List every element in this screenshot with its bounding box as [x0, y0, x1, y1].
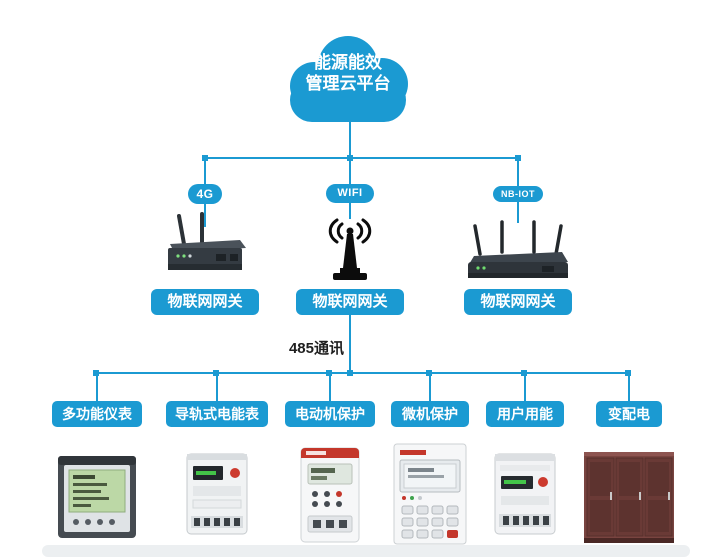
junction-node	[347, 370, 353, 376]
badge-4g: 4G	[188, 184, 222, 204]
cellular-router-icon	[168, 212, 246, 270]
cloud-icon	[290, 36, 408, 122]
junction-node	[213, 370, 219, 376]
connector-485-bus	[96, 372, 630, 374]
multifunction-meter-icon	[58, 456, 136, 538]
device-button-power-distribution: 变配电	[596, 401, 662, 427]
user-energy-meter-icon	[494, 453, 556, 535]
microcomputer-protection-device-icon	[393, 443, 467, 545]
connector-top-rail	[204, 157, 519, 159]
badge-wifi: WIFI	[326, 184, 374, 203]
junction-node	[515, 155, 521, 161]
device-button-microcomputer-protection: 微机保护	[391, 401, 469, 427]
connector-bus-drop-2	[216, 372, 218, 402]
junction-node	[326, 370, 332, 376]
gateway-label-nbiot: 物联网网关	[464, 289, 572, 315]
motor-protection-device-icon	[300, 447, 360, 543]
badge-nbiot: NB-IOT	[493, 186, 543, 202]
gateway-label-4g: 物联网网关	[151, 289, 259, 315]
wifi-antenna-icon	[328, 218, 372, 280]
junction-node	[347, 155, 353, 161]
power-distribution-cabinet-icon	[584, 452, 674, 543]
cloud-label-line2: 管理云平台	[305, 74, 391, 93]
connector-bus-drop-3	[329, 372, 331, 402]
connector-bus-drop-5	[524, 372, 526, 402]
device-button-user-energy: 用户用能	[486, 401, 564, 427]
connector-cloud-to-rail	[349, 100, 351, 160]
junction-node	[521, 370, 527, 376]
junction-node	[93, 370, 99, 376]
din-rail-energy-meter-icon	[186, 453, 248, 535]
junction-node	[202, 155, 208, 161]
nbiot-router-icon	[468, 220, 568, 278]
connector-gateway-to-bus	[349, 314, 351, 374]
junction-node	[625, 370, 631, 376]
connector-bus-drop-6	[628, 372, 630, 402]
connector-bus-drop-4	[429, 372, 431, 402]
bus-485-label: 485通讯	[288, 340, 344, 357]
device-button-multifunction-meter: 多功能仪表	[52, 401, 142, 427]
device-button-din-rail-meter: 导轨式电能表	[166, 401, 268, 427]
junction-node	[426, 370, 432, 376]
cloud-label-line1: 能源能效	[314, 53, 382, 72]
connector-bus-drop-1	[96, 372, 98, 402]
gateway-label-wifi: 物联网网关	[296, 289, 404, 315]
cloud-platform-title: 能源能效 管理云平台	[278, 52, 418, 94]
floor-shadow	[42, 545, 690, 557]
device-button-motor-protection: 电动机保护	[285, 401, 375, 427]
